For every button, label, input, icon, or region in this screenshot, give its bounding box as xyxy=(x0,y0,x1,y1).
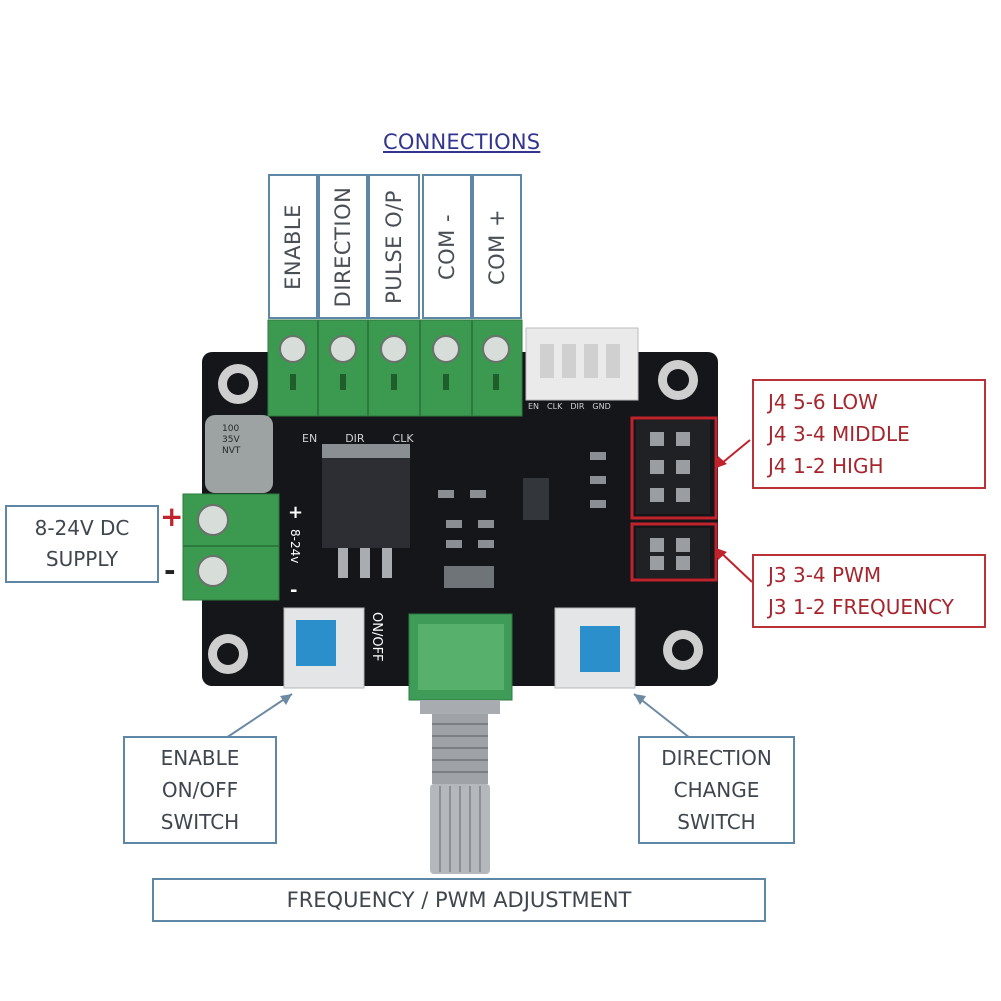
j4-label-line: J4 5-6 LOW xyxy=(768,390,878,414)
capacitor xyxy=(205,415,273,493)
supply-minus-sign: - xyxy=(164,554,176,587)
silk-label: DIR xyxy=(345,432,365,445)
capacitor-text: NVT xyxy=(222,446,241,456)
j4-label-box: J4 5-6 LOW J4 3-4 MIDDLE J4 1-2 HIGH xyxy=(752,379,986,489)
jumper-j4 xyxy=(636,420,710,514)
power-silk-plus: + xyxy=(288,502,304,523)
enable-switch-label-line: ENABLE xyxy=(160,746,240,770)
supply-label-line: SUPPLY xyxy=(45,547,119,571)
silk-label: DIR xyxy=(570,402,585,411)
direction-switch-button xyxy=(580,626,620,672)
supply-plus-sign: + xyxy=(160,500,184,533)
capacitor-label: 100 35V NVT xyxy=(222,424,240,457)
capacitor-text: 35V xyxy=(222,435,240,445)
direction-switch-label-line: CHANGE xyxy=(673,778,760,802)
j4-label-line: J4 1-2 HIGH xyxy=(768,454,884,478)
direction-switch-label-line: DIRECTION xyxy=(661,746,772,770)
pcb-board xyxy=(202,352,718,686)
silk-label: GND xyxy=(592,402,611,411)
j3-highlight-box xyxy=(630,522,718,582)
supply-label-line: 8-24V DC xyxy=(34,516,130,540)
enable-switch-label-line: SWITCH xyxy=(160,810,240,834)
connection-label-com-minus: COM - xyxy=(422,174,472,319)
power-silk-text: 8-24v xyxy=(288,529,302,564)
connection-label-direction: DIRECTION xyxy=(318,174,368,319)
supply-label-box: 8-24V DC SUPPLY xyxy=(5,505,159,583)
pin-silk-labels: EN DIR CLK xyxy=(302,432,414,445)
direction-switch-label-box: DIRECTION CHANGE SWITCH xyxy=(638,736,795,844)
silk-label: EN xyxy=(302,432,318,445)
enable-switch-label-line: ON/OFF xyxy=(161,778,239,802)
silk-label: CLK xyxy=(392,432,414,445)
silk-label: EN xyxy=(528,402,540,411)
enable-callout-line xyxy=(225,693,293,739)
capacitor-text: 100 xyxy=(222,424,240,434)
on-off-silk-text: ON/OFF xyxy=(369,612,384,662)
direction-switch-label-line: SWITCH xyxy=(677,810,756,834)
j3-label-line: J3 3-4 PWM xyxy=(768,563,882,587)
direction-callout-line xyxy=(633,693,691,739)
ic-chip xyxy=(523,478,549,520)
header-silk-labels: EN CLK DIR GND xyxy=(528,402,611,411)
enable-switch-button xyxy=(296,620,336,666)
signal-terminal-block xyxy=(267,319,523,417)
j3-label-line: J3 1-2 FREQUENCY xyxy=(768,595,954,619)
smd-resistor xyxy=(444,566,494,588)
connection-label-com-plus: COM + xyxy=(472,174,522,319)
j4-label-line: J4 3-4 MIDDLE xyxy=(768,422,910,446)
j3-label-box: J3 3-4 PWM J3 1-2 FREQUENCY xyxy=(752,554,986,628)
on-off-silk: ON/OFF xyxy=(368,612,388,692)
frequency-label-text: FREQUENCY / PWM ADJUSTMENT xyxy=(286,888,632,912)
connections-title: CONNECTIONS xyxy=(383,130,541,154)
voltage-regulator xyxy=(322,452,410,548)
jumper-j3 xyxy=(636,528,710,578)
silk-label: CLK xyxy=(547,402,563,411)
connection-label-enable: ENABLE xyxy=(268,174,318,319)
enable-switch-label-box: ENABLE ON/OFF SWITCH xyxy=(123,736,277,844)
power-silk-minus: - xyxy=(290,580,298,601)
connection-label-pulse-op: PULSE O/P xyxy=(368,174,420,319)
frequency-label-box: FREQUENCY / PWM ADJUSTMENT xyxy=(152,878,766,922)
